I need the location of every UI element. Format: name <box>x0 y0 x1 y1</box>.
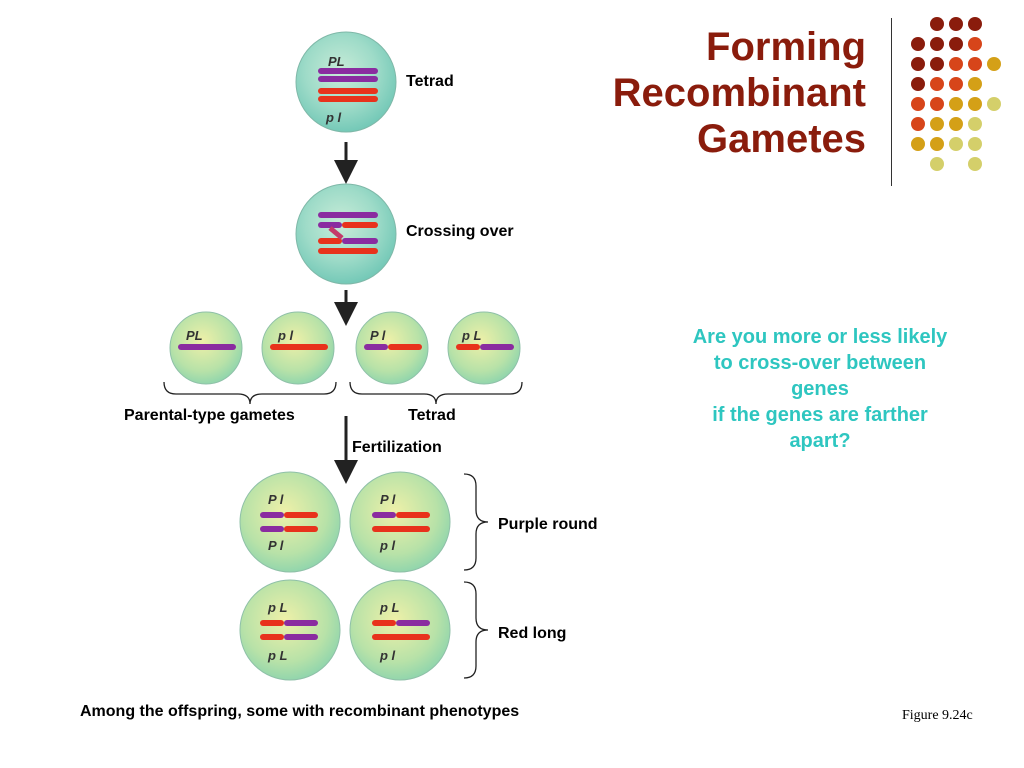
red-long-label: Red long <box>498 625 566 642</box>
question-line-4: if the genes are farther <box>712 404 928 426</box>
offspring-cell-1: P l P l <box>239 471 341 573</box>
cell1-gene-top: PL <box>328 54 345 69</box>
discussion-question: Are you more or less likely to cross-ove… <box>648 324 992 454</box>
svg-text:P l: P l <box>268 538 284 553</box>
decorative-dot <box>968 57 982 71</box>
purple-round-label: Purple round <box>498 516 598 533</box>
question-line-1: Are you more or less likely <box>692 326 948 348</box>
parental-gametes-label: Parental-type gametes <box>124 407 295 424</box>
figure-reference: Figure 9.24c <box>902 708 973 723</box>
decorative-dot <box>930 117 944 131</box>
red-chromatid-pair <box>318 88 378 102</box>
decorative-dot <box>949 117 963 131</box>
decorative-dot <box>987 57 1001 71</box>
decorative-dot <box>911 97 925 111</box>
offspring-cell-4: p L p l <box>349 579 451 681</box>
purple-round-brace <box>463 473 489 571</box>
svg-text:PL: PL <box>186 328 203 343</box>
title-line-3: Gametes <box>697 117 866 161</box>
recombinant-brace <box>349 381 523 405</box>
title-line-2: Recombinant <box>612 71 866 115</box>
parental-brace <box>163 381 337 405</box>
crossing-over-cell <box>295 183 397 285</box>
question-line-3: genes <box>791 378 849 400</box>
svg-text:p l: p l <box>379 538 396 553</box>
decorative-dot <box>968 17 982 31</box>
fertilization-label: Fertilization <box>352 439 442 456</box>
svg-text:p l: p l <box>277 328 294 343</box>
crossing-over-label: Crossing over <box>406 223 514 240</box>
decorative-dot <box>968 97 982 111</box>
title-divider <box>891 18 892 186</box>
question-line-5: apart? <box>789 430 851 452</box>
svg-text:P l: P l <box>268 492 284 507</box>
gamete-4: p L <box>447 311 521 385</box>
decorative-dot <box>968 137 982 151</box>
decorative-dot <box>930 17 944 31</box>
decorative-dot <box>930 57 944 71</box>
decorative-dot <box>911 117 925 131</box>
svg-text:p L: p L <box>379 600 400 615</box>
decorative-dot <box>949 37 963 51</box>
slide-title: Forming Recombinant Gametes <box>526 24 866 162</box>
recombination-diagram: PL p l Tetrad Crossing over PL p l <box>80 31 598 720</box>
gamete-3: P l <box>355 311 429 385</box>
decorative-dot <box>968 117 982 131</box>
decorative-dot <box>911 137 925 151</box>
svg-text:p l: p l <box>379 648 396 663</box>
svg-text:p L: p L <box>461 328 482 343</box>
decorative-dot <box>968 157 982 171</box>
decorative-dot <box>930 157 944 171</box>
tetrad-cell: PL p l <box>295 31 397 133</box>
purple-chromatid-pair <box>318 68 378 82</box>
decorative-dot <box>968 77 982 91</box>
svg-text:p L: p L <box>267 600 288 615</box>
bottom-caption: Among the offspring, some with recombina… <box>80 703 519 720</box>
decorative-dot <box>930 137 944 151</box>
decorative-dot <box>949 97 963 111</box>
decorative-dot <box>949 137 963 151</box>
svg-text:P l: P l <box>380 492 396 507</box>
decorative-dot <box>930 77 944 91</box>
decorative-dot <box>949 57 963 71</box>
offspring-cell-2: P l p l <box>349 471 451 573</box>
title-line-1: Forming <box>706 25 866 69</box>
decorative-dot <box>949 17 963 31</box>
decorative-dot <box>987 97 1001 111</box>
gamete-2: p l <box>261 311 335 385</box>
svg-text:P l: P l <box>370 328 386 343</box>
decorative-dots <box>911 17 1001 171</box>
tetrad-label-top: Tetrad <box>406 73 454 90</box>
decorative-dot <box>930 97 944 111</box>
decorative-dot <box>911 37 925 51</box>
red-long-brace <box>463 581 489 679</box>
cell1-gene-bottom: p l <box>325 110 342 125</box>
decorative-dot <box>911 77 925 91</box>
decorative-dot <box>949 77 963 91</box>
question-line-2: to cross-over between <box>713 352 927 374</box>
decorative-dot <box>968 37 982 51</box>
tetrad-label-mid: Tetrad <box>408 407 456 424</box>
decorative-dot <box>930 37 944 51</box>
svg-text:p L: p L <box>267 648 288 663</box>
gamete-1: PL <box>169 311 243 385</box>
decorative-dot <box>911 57 925 71</box>
offspring-cell-3: p L p L <box>239 579 341 681</box>
